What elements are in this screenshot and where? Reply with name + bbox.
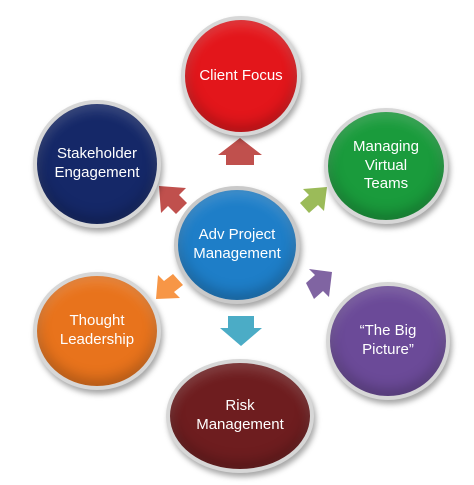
arrow-to-risk-management — [220, 316, 262, 346]
node-risk-management: Risk Management — [166, 359, 314, 473]
arrow-to-thought-leadership — [156, 274, 183, 299]
node-client-focus: Client Focus — [181, 16, 301, 136]
node-risk-management-label: Risk Management — [196, 397, 284, 433]
node-adv-project-management-label: Adv Project Management — [193, 226, 281, 262]
node-managing-virtual-teams: Managing Virtual Teams — [324, 108, 448, 224]
arrow-to-managing-virtual-teams — [300, 187, 327, 213]
node-thought-leadership: Thought Leadership — [33, 272, 161, 390]
arrow-to-big-picture — [306, 269, 332, 299]
node-adv-project-management: Adv Project Management — [174, 186, 300, 304]
arrow-to-stakeholder-engagement — [159, 186, 187, 214]
node-managing-virtual-teams-label: Managing Virtual Teams — [353, 137, 419, 193]
node-client-focus-label: Client Focus — [199, 66, 283, 84]
arrow-to-client-focus — [218, 138, 262, 165]
node-the-big-picture-label: “The Big Picture” — [359, 322, 417, 358]
node-the-big-picture: “The Big Picture” — [326, 282, 450, 400]
node-stakeholder-engagement: Stakeholder Engagement — [33, 100, 161, 228]
node-thought-leadership-label: Thought Leadership — [59, 312, 135, 348]
node-stakeholder-engagement-label: Stakeholder Engagement — [54, 145, 140, 181]
